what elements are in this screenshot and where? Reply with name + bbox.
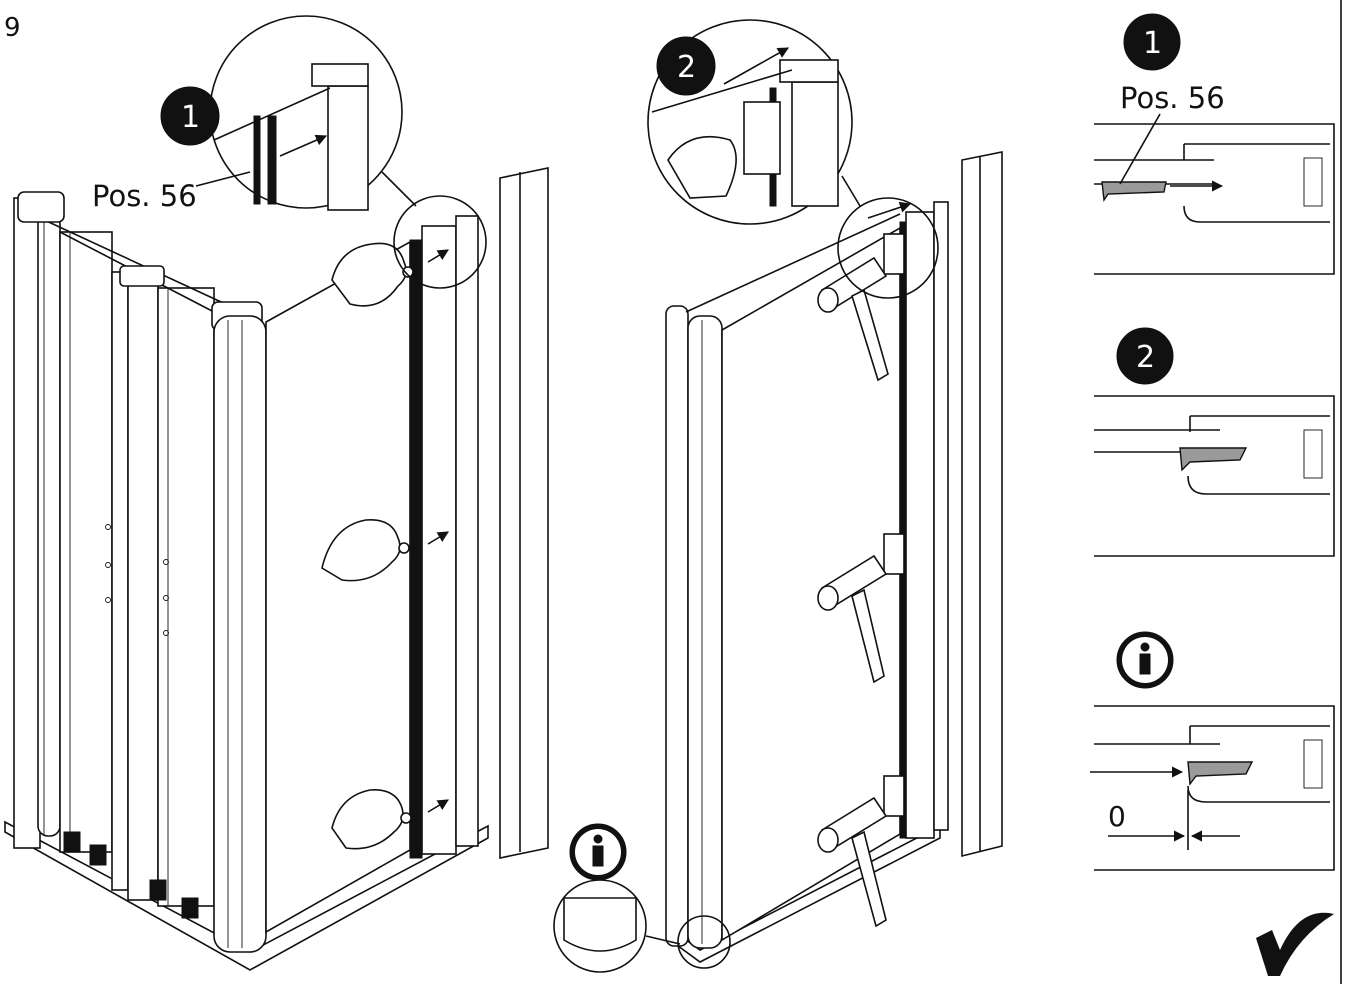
detail-circle-small [393, 195, 487, 289]
wall-seal-strip-middle [899, 221, 907, 839]
detail-2-badge [1116, 327, 1174, 385]
corner-profile [213, 315, 267, 953]
part-label-pos56: Pos. 56 [92, 179, 197, 213]
mallet-top [817, 233, 905, 382]
wall-seal-strip [409, 239, 423, 859]
detail-panel-1: 1 Pos. 56 [1094, 13, 1335, 275]
step-1-badge [160, 86, 220, 146]
hand-pressing-top [331, 242, 414, 307]
mallet-middle [817, 533, 905, 684]
detail-circle-bottom-magnified [553, 879, 647, 973]
hand-pressing-bottom [331, 789, 412, 850]
detail-circle-bottom [677, 915, 731, 969]
step-1-badge-text: 1 [181, 100, 200, 135]
wall-left [499, 167, 549, 859]
detail-1-frame [1094, 123, 1335, 275]
seal-part-seated [1179, 447, 1248, 472]
detail-circle-magnified [209, 15, 403, 209]
detail-circle-small-middle [837, 197, 939, 299]
left-assembly-drawing: 1 Pos. 56 [4, 15, 549, 971]
step-2-badge-text: 2 [677, 50, 696, 85]
step-number: 9 [4, 13, 21, 43]
detail-panel-2: 2 [1094, 327, 1335, 557]
checkmark-icon [1256, 912, 1334, 976]
wall-right [961, 151, 1003, 858]
magnified-profile [213, 63, 369, 211]
detail-2-frame [1094, 395, 1335, 557]
hand-pressing-middle [321, 519, 410, 582]
gap-dimension-label: 0 [1108, 800, 1126, 833]
step-2-badge [656, 36, 716, 96]
seal-part-pos56 [1101, 181, 1167, 202]
detail-1-part-label: Pos. 56 [1120, 81, 1225, 115]
mallet-bottom [817, 775, 905, 928]
seal-part-flush [1187, 761, 1254, 786]
detail-panel-info: 0 [1090, 631, 1335, 871]
detail-2-badge-text: 2 [1136, 340, 1155, 375]
middle-assembly-drawing: 2 [553, 19, 1003, 973]
detail-3-frame [1094, 705, 1335, 871]
left-door-panels [13, 191, 263, 907]
detail-1-badge [1123, 13, 1181, 71]
magnified-profile-middle [651, 47, 839, 207]
bottom-hinges [63, 831, 199, 919]
detail-1-badge-text: 1 [1143, 26, 1162, 61]
corner-profile-middle [687, 315, 723, 949]
